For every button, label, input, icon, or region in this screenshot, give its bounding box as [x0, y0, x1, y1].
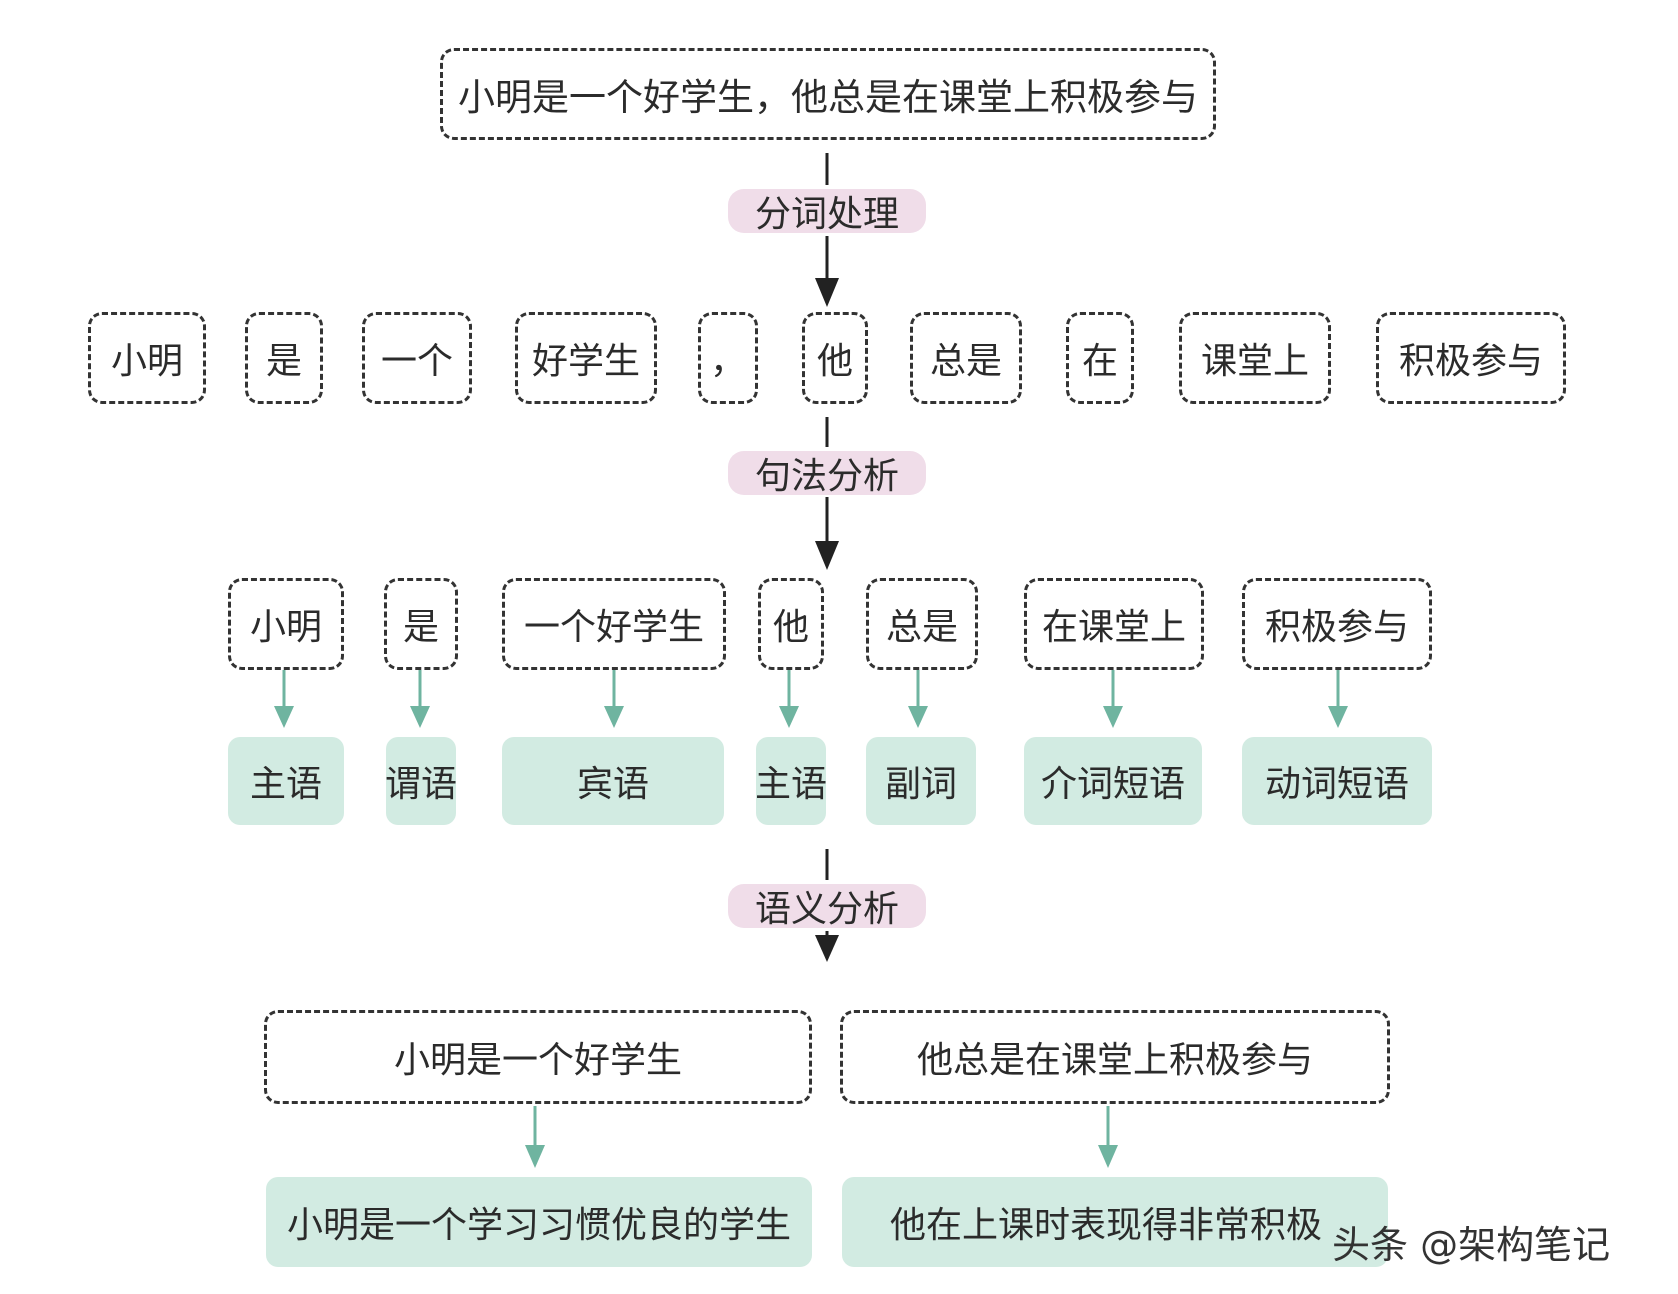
token-text: 一个: [380, 341, 453, 382]
watermark-text: 头条 @架构笔记: [1332, 1223, 1611, 1267]
phrase-text: 小明: [249, 607, 322, 648]
watermark: 头条 @架构笔记: [1332, 1214, 1610, 1269]
step-semantic-label: 语义分析: [728, 884, 926, 930]
meaning-text: 他在上课时表现得非常积极: [890, 1205, 1323, 1246]
step-syntax-text: 句法分析: [754, 456, 899, 497]
main-flow-arrows: [815, 153, 839, 962]
token-text: 是: [265, 341, 302, 382]
clause-box: 小明是一个好学生: [264, 1010, 812, 1104]
phrase-text: 积极参与: [1264, 607, 1409, 648]
token-box: ，: [698, 312, 758, 404]
token-box: 课堂上: [1179, 312, 1331, 404]
role-text: 宾语: [576, 764, 649, 805]
step-syntax-label: 句法分析: [728, 451, 926, 497]
phrase-text: 他: [772, 607, 809, 648]
meaning-text: 小明是一个学习习惯优良的学生: [286, 1205, 791, 1246]
role-box: 副词: [866, 737, 976, 825]
role-box: 动词短语: [1242, 737, 1432, 825]
phrase-text: 是: [402, 607, 439, 648]
role-box: 介词短语: [1024, 737, 1202, 825]
token-text: 课堂上: [1200, 341, 1309, 382]
token-box: 他: [802, 312, 868, 404]
role-text: 介词短语: [1040, 764, 1185, 805]
meaning-arrows: [525, 1106, 1118, 1168]
input-sentence-text: 小明是一个好学生，他总是在课堂上积极参与: [458, 76, 1198, 119]
step-tokenize-label: 分词处理: [728, 189, 926, 235]
token-text: 在: [1081, 341, 1118, 382]
clause-text: 小明是一个好学生: [393, 1040, 682, 1081]
token-box: 在: [1066, 312, 1134, 404]
token-box: 一个: [362, 312, 472, 404]
phrase-box: 他: [758, 578, 824, 670]
token-box: 是: [245, 312, 323, 404]
role-box: 主语: [228, 737, 344, 825]
step-semantic-text: 语义分析: [754, 889, 899, 930]
role-arrows: [274, 670, 1348, 728]
role-text: 主语: [755, 764, 828, 805]
token-text: 小明: [110, 341, 183, 382]
clause-text: 他总是在课堂上积极参与: [916, 1040, 1313, 1081]
role-text: 谓语: [385, 764, 458, 805]
step-tokenize-text: 分词处理: [754, 194, 899, 235]
phrase-box: 积极参与: [1242, 578, 1432, 670]
token-box: 总是: [910, 312, 1022, 404]
token-text: 他: [816, 341, 853, 382]
token-text: 总是: [929, 341, 1002, 382]
role-box: 谓语: [385, 737, 458, 825]
token-box: 好学生: [515, 312, 657, 404]
clause-box: 他总是在课堂上积极参与: [840, 1010, 1390, 1104]
role-text: 主语: [249, 764, 322, 805]
token-text: 积极参与: [1398, 341, 1543, 382]
token-box: 积极参与: [1376, 312, 1566, 404]
phrase-box: 是: [384, 578, 458, 670]
flow-arrowhead-3: [815, 935, 839, 962]
input-sentence-box: 小明是一个好学生，他总是在课堂上积极参与: [440, 48, 1216, 140]
meaning-box: 他在上课时表现得非常积极: [842, 1177, 1388, 1267]
phrase-box: 在课堂上: [1024, 578, 1204, 670]
role-box: 宾语: [502, 737, 724, 825]
token-text: 好学生: [531, 341, 640, 382]
phrase-text: 一个好学生: [523, 607, 704, 648]
role-text: 动词短语: [1264, 764, 1409, 805]
role-box: 主语: [755, 737, 828, 825]
phrase-box: 总是: [866, 578, 978, 670]
flow-arrowhead-2: [815, 541, 839, 570]
phrase-box: 一个好学生: [502, 578, 726, 670]
phrase-text: 在课堂上: [1041, 607, 1186, 648]
flow-arrowhead-1: [815, 278, 839, 307]
token-text: ，: [709, 341, 746, 382]
role-text: 副词: [884, 764, 957, 805]
token-box: 小明: [88, 312, 206, 404]
phrase-text: 总是: [885, 607, 958, 648]
phrase-box: 小明: [228, 578, 344, 670]
meaning-box: 小明是一个学习习惯优良的学生: [266, 1177, 812, 1267]
